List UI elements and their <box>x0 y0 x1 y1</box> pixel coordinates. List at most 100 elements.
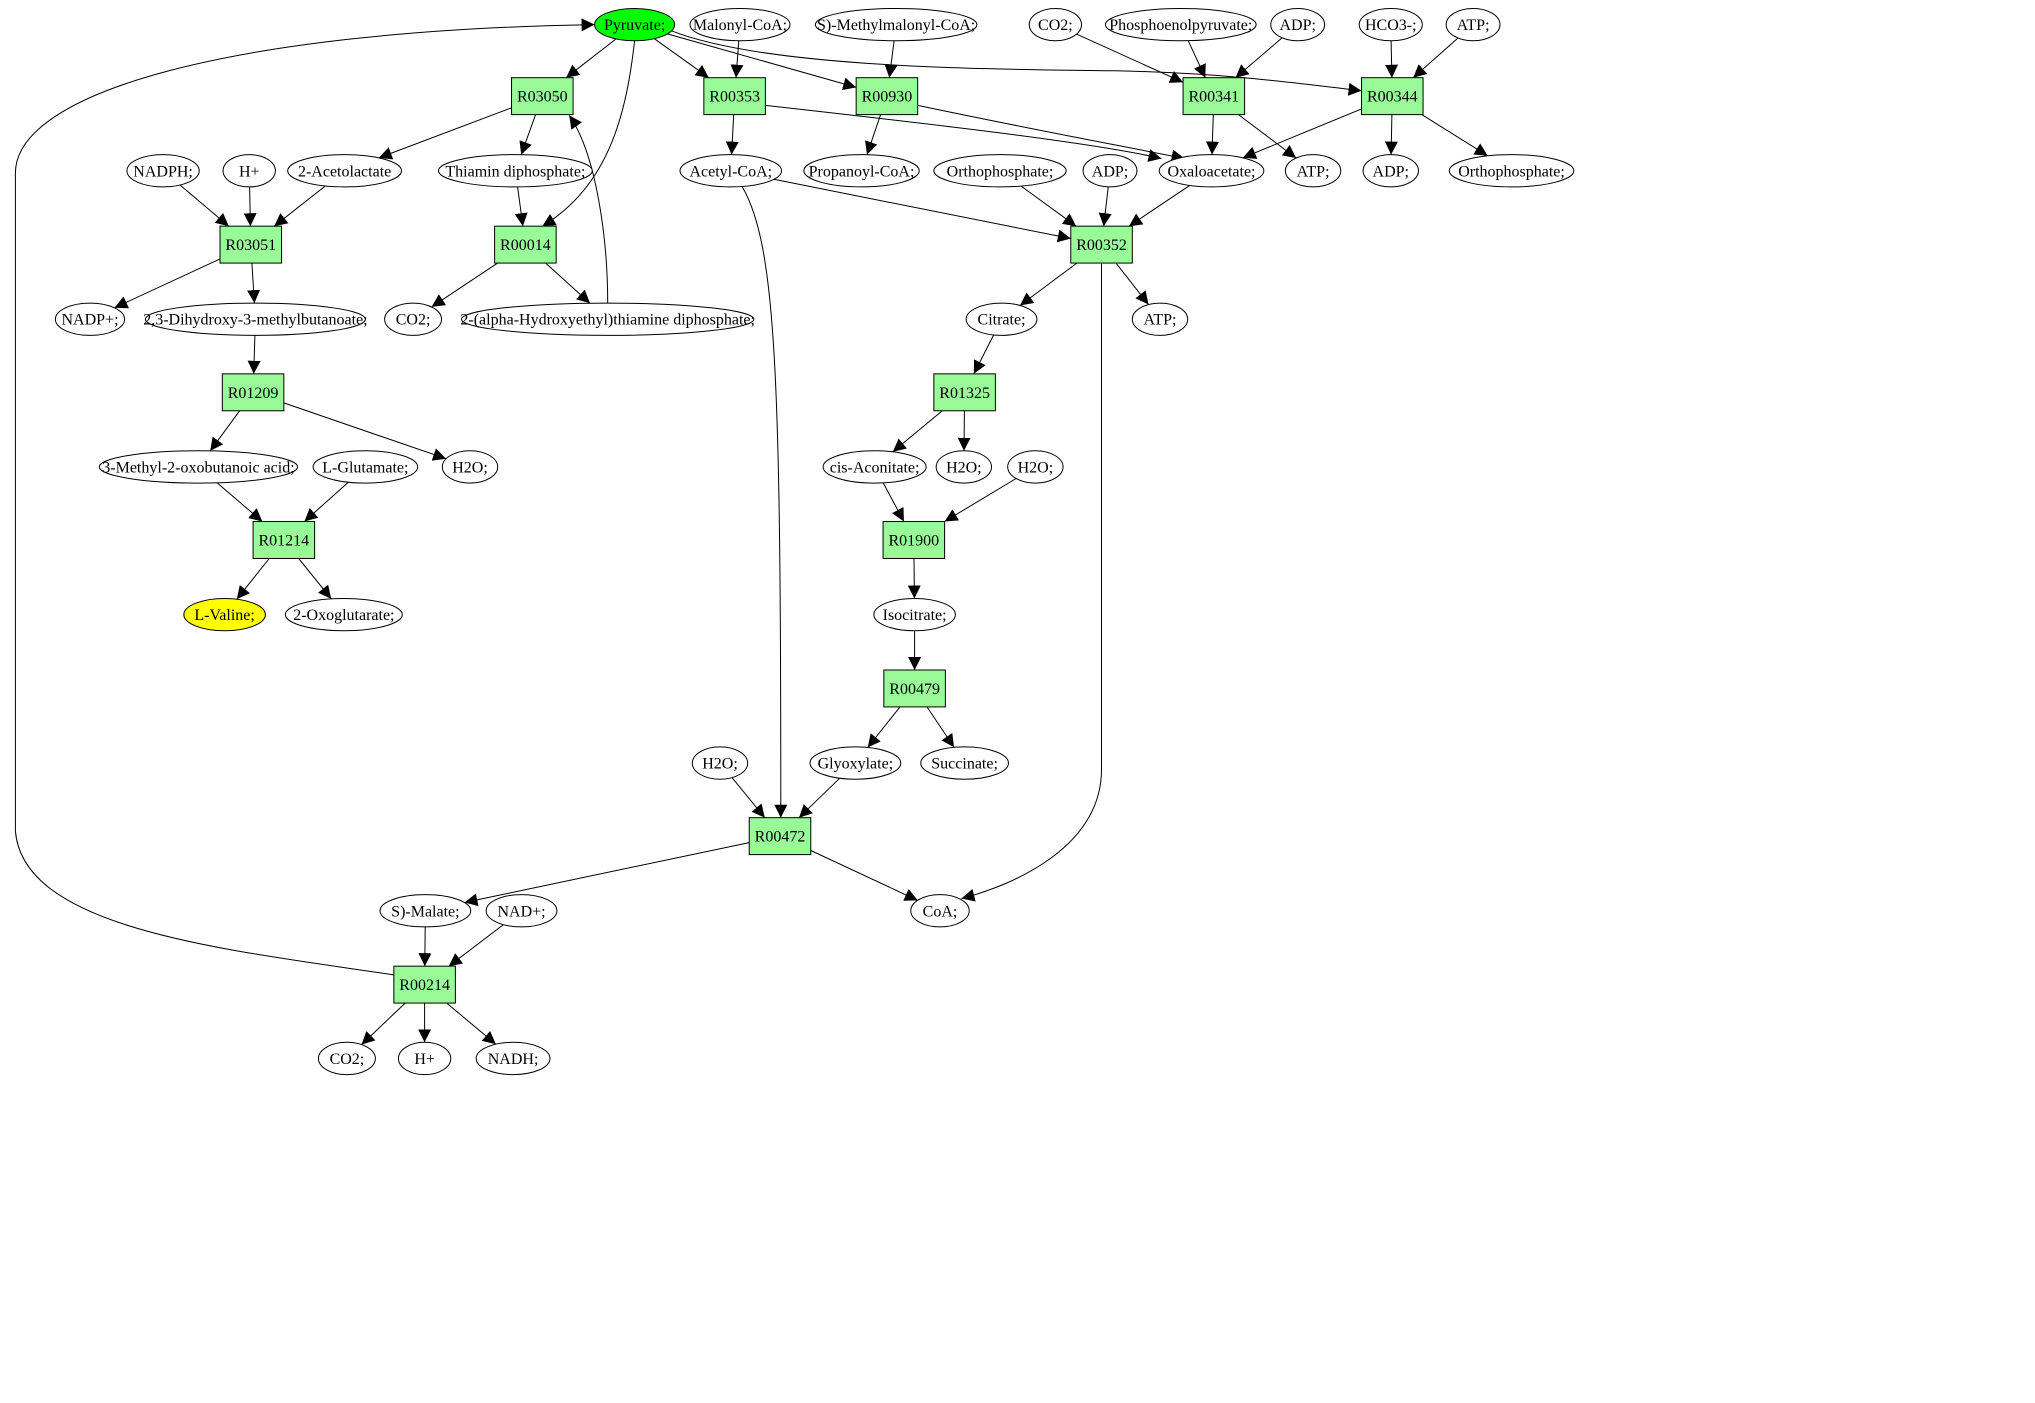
metabolite-node-methyloxobutanoic: 3-Methyl-2-oxobutanoic acid; <box>98 450 299 484</box>
node-label: S)-Malate; <box>391 903 459 920</box>
edge-R00930-to-propanoylcoa <box>865 114 882 155</box>
edge-hethyl_tdp-to-R03050 <box>568 115 609 304</box>
metabolite-ellipse <box>935 450 993 484</box>
metabolite-node-h2o_r1900: H2O; <box>1007 450 1064 484</box>
metabolite-ellipse <box>1284 154 1342 188</box>
reaction-node-R01209: R01209 <box>221 373 285 412</box>
reaction-node-R00353: R00353 <box>703 77 766 116</box>
node-label: Pyruvate; <box>604 17 665 34</box>
node-label: R00014 <box>500 237 551 254</box>
metabolite-node-hplus_2: H+ <box>397 1041 452 1076</box>
metabolite-node-co2_r14: CO2; <box>384 302 443 336</box>
node-label: CO2; <box>1038 17 1073 34</box>
metabolite-node-thiamin_dp: Thiamin diphosphate; <box>437 154 593 188</box>
node-label: H2O; <box>702 756 738 773</box>
metabolite-node-succinate: Succinate; <box>920 746 1009 780</box>
node-label: Phosphoenolpyruvate; <box>1109 17 1252 34</box>
metabolite-ellipse <box>814 7 978 42</box>
edge-R00352-to-atp_r352 <box>1115 262 1149 305</box>
node-label: cis-Aconitate; <box>830 459 920 476</box>
edge-pyruvate-to-R03050 <box>565 38 617 79</box>
reaction-box <box>933 373 996 412</box>
node-label: CoA; <box>923 903 958 920</box>
metabolite-ellipse <box>384 302 443 336</box>
metabolite-node-nadph: NADPH; <box>126 154 200 188</box>
node-label: H2O; <box>946 459 982 476</box>
metabolite-node-orthophosphate_2: Orthophosphate; <box>1448 154 1575 188</box>
edge-R00353-to-oxaloacetate <box>765 104 1162 162</box>
edge-R01209-to-methyloxobutanoic <box>209 410 241 452</box>
reaction-box <box>1182 77 1246 116</box>
metabolite-ellipse <box>965 302 1038 336</box>
node-label: Orthophosphate; <box>1458 163 1565 180</box>
node-label: R00353 <box>709 89 760 106</box>
node-label: R00479 <box>889 681 940 698</box>
metabolite-node-lglutamate: L-Glutamate; <box>312 450 419 484</box>
node-label: H2O; <box>1018 459 1054 476</box>
metabolite-node-citrate: Citrate; <box>965 302 1038 336</box>
metabolite-node-nadplus: NAD+; <box>485 894 558 928</box>
edge-R00014-to-co2_r14 <box>431 262 498 308</box>
metabolite-ellipse <box>1158 154 1265 188</box>
metabolite-node-adp_r344: ADP; <box>1362 154 1419 188</box>
edge-h2o_r472-to-R00472 <box>731 777 766 819</box>
metabolite-node-smalate: S)-Malate; <box>379 894 472 928</box>
edge-acetolactate-to-R03051 <box>273 185 326 227</box>
edge-methyloxobutanoic-to-R01214 <box>216 482 263 522</box>
edge-acetylcoa-to-R00472 <box>741 186 788 818</box>
edge-co2_top-to-R00341 <box>1076 33 1184 83</box>
node-label: H+ <box>414 1051 435 1068</box>
metabolite-node-glyoxylate: Glyoxylate; <box>809 746 902 780</box>
edge-R00341-to-atp_r341 <box>1238 114 1297 159</box>
metabolite-ellipse <box>441 450 499 484</box>
metabolite-ellipse <box>1131 302 1189 336</box>
edge-R03050-to-acetolactate <box>378 107 512 160</box>
metabolite-ellipse <box>873 597 956 632</box>
metabolite-ellipse <box>1028 7 1083 42</box>
metabolite-ellipse <box>1445 7 1501 42</box>
reaction-node-R00479: R00479 <box>883 669 946 708</box>
node-label: Glyoxylate; <box>818 756 894 773</box>
node-label: 2,3-Dihydroxy-3-methylbutanoate; <box>143 312 367 329</box>
metabolite-node-lvaline: L-Valine; <box>183 597 266 632</box>
node-label: S)-Methylmalonyl-CoA; <box>817 17 975 34</box>
reaction-box <box>748 817 812 856</box>
node-label: R00930 <box>862 89 913 106</box>
edge-smethylmalonylcoa-to-R00930 <box>884 40 898 78</box>
edge-atp_top-to-R00344 <box>1412 37 1459 79</box>
edges-layer <box>14 18 1488 1045</box>
node-label: ATP; <box>1297 163 1330 180</box>
metabolite-node-propanoylcoa: Propanoyl-CoA; <box>803 154 920 188</box>
metabolite-ellipse <box>1270 7 1326 42</box>
metabolite-ellipse <box>98 450 299 484</box>
edge-R00214-to-co2_r214 <box>361 1002 406 1045</box>
metabolite-node-smethylmalonylcoa: S)-Methylmalonyl-CoA; <box>814 7 978 42</box>
reaction-node-R03050: R03050 <box>511 77 574 116</box>
edge-adp_mid-to-R00352 <box>1098 186 1112 227</box>
metabolite-ellipse <box>317 1041 376 1076</box>
edge-dihydroxy-to-R01209 <box>247 335 261 374</box>
metabolite-ellipse <box>1358 7 1423 42</box>
metabolite-ellipse <box>437 154 593 188</box>
metabolite-node-hco3: HCO3-; <box>1358 7 1423 42</box>
metabolite-ellipse <box>222 154 276 188</box>
reaction-box <box>703 77 766 116</box>
edge-R00344-to-orthophosphate_2 <box>1421 114 1488 157</box>
edge-R00352-to-citrate <box>1019 262 1078 306</box>
metabolite-ellipse <box>594 7 676 42</box>
node-label: Isocitrate; <box>883 607 947 624</box>
metabolite-node-acetolactate: 2-Acetolactate <box>287 154 403 188</box>
metabolite-ellipse <box>284 597 403 632</box>
edge-citrate-to-R01325 <box>973 334 995 375</box>
metabolite-node-atp_top: ATP; <box>1445 7 1501 42</box>
metabolite-ellipse <box>54 302 126 336</box>
edge-lglutamate-to-R01214 <box>304 481 349 522</box>
reaction-box <box>393 965 456 1004</box>
edge-R00479-to-succinate <box>926 706 955 748</box>
metabolite-node-nadpplus: NADP+; <box>54 302 126 336</box>
edge-oxaloacetate-to-R00352 <box>1128 184 1190 227</box>
metabolite-ellipse <box>144 302 366 336</box>
node-label: NAD+; <box>497 903 545 920</box>
reaction-box <box>252 521 316 559</box>
